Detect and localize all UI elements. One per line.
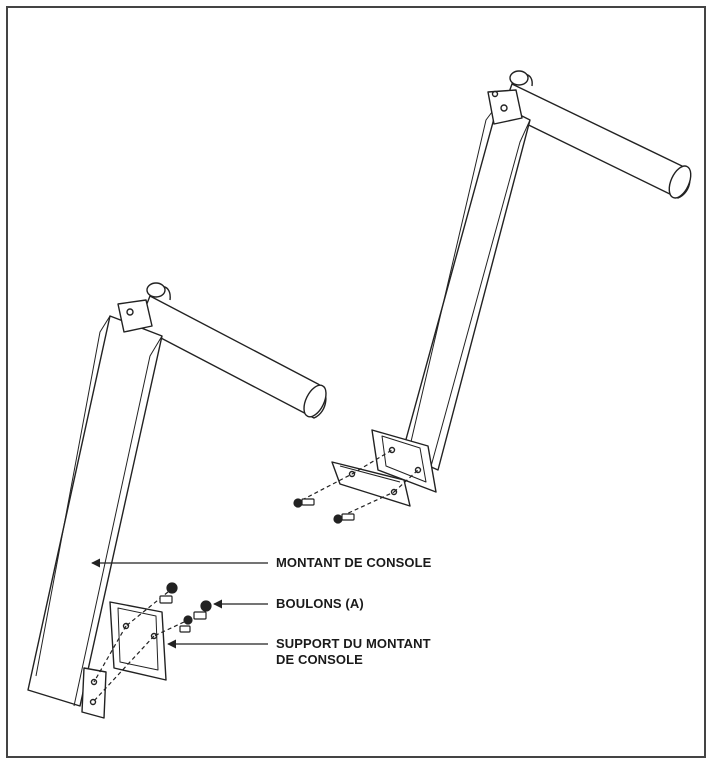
callout-support-line1: SUPPORT DU MONTANT: [276, 636, 431, 651]
callout-boulons: BOULONS (A): [276, 596, 364, 611]
callout-support-line2: DE CONSOLE: [276, 652, 363, 667]
callout-montant-de-console: MONTANT DE CONSOLE: [276, 555, 432, 570]
callout-leaders: [91, 558, 268, 649]
right-bolts: [293, 449, 419, 524]
callout-support-du-montant: SUPPORT DU MONTANT DE CONSOLE: [276, 636, 431, 668]
left-console-mast: [27, 282, 327, 719]
left-bolts: [92, 582, 212, 703]
right-console-mast: [331, 70, 692, 507]
